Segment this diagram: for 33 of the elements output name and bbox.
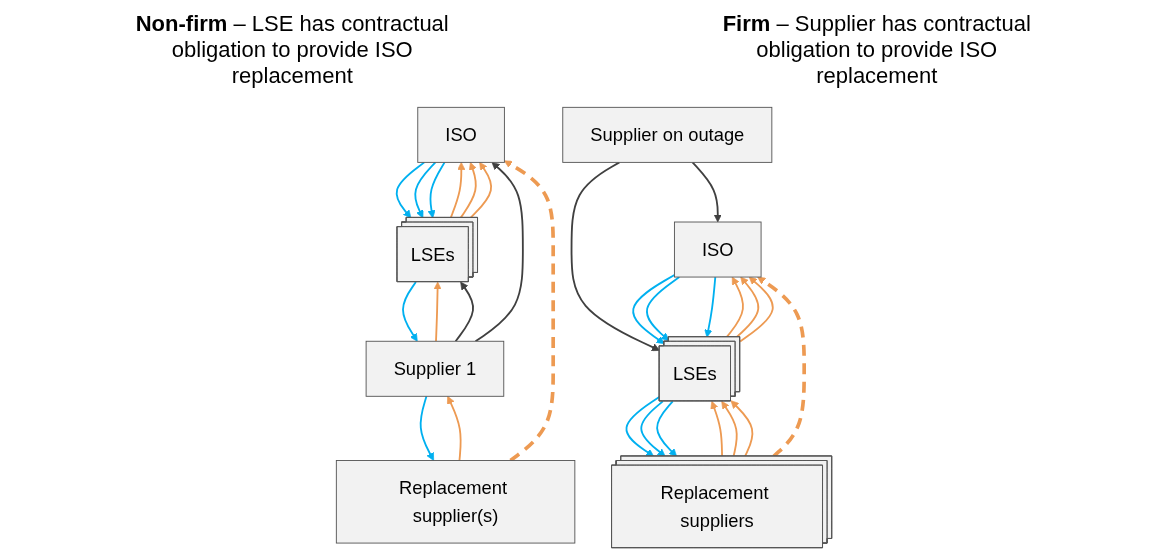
arrow <box>704 276 717 338</box>
arrow <box>447 395 463 462</box>
panel-heading: Firm – Supplier has contractual obligation to provide ISO replacement <box>721 11 1032 89</box>
arrow <box>420 395 435 461</box>
process-box: Supplier on outage <box>562 106 773 163</box>
arrow <box>402 281 419 342</box>
arrow <box>646 276 681 342</box>
arrow <box>626 395 661 457</box>
arrow <box>692 161 723 223</box>
arrow <box>455 281 475 343</box>
arrow <box>470 162 493 219</box>
arrow <box>640 400 667 457</box>
panel-heading: Non-firm – LSE has contractual obligation to provide ISO replacement <box>134 11 450 89</box>
process-box: Replacement suppliers <box>611 455 833 549</box>
arrow <box>736 276 760 339</box>
arrow <box>434 281 443 343</box>
arrow <box>632 274 676 345</box>
process-box: Replacement supplier(s) <box>336 460 576 544</box>
arrow <box>414 161 437 219</box>
arrow <box>739 276 775 343</box>
process-box: LSEs <box>659 336 741 402</box>
arrow <box>656 400 678 457</box>
process-box: LSEs <box>397 216 479 283</box>
arrow <box>428 161 446 219</box>
process-box: Supplier 1 <box>366 340 505 397</box>
arrow <box>571 161 661 352</box>
arrow <box>504 160 556 462</box>
process-box: ISO <box>417 106 506 163</box>
process-box: ISO <box>674 221 762 278</box>
arrow <box>396 161 426 219</box>
arrow <box>475 162 525 343</box>
arrow <box>450 162 466 219</box>
arrow <box>460 162 478 219</box>
